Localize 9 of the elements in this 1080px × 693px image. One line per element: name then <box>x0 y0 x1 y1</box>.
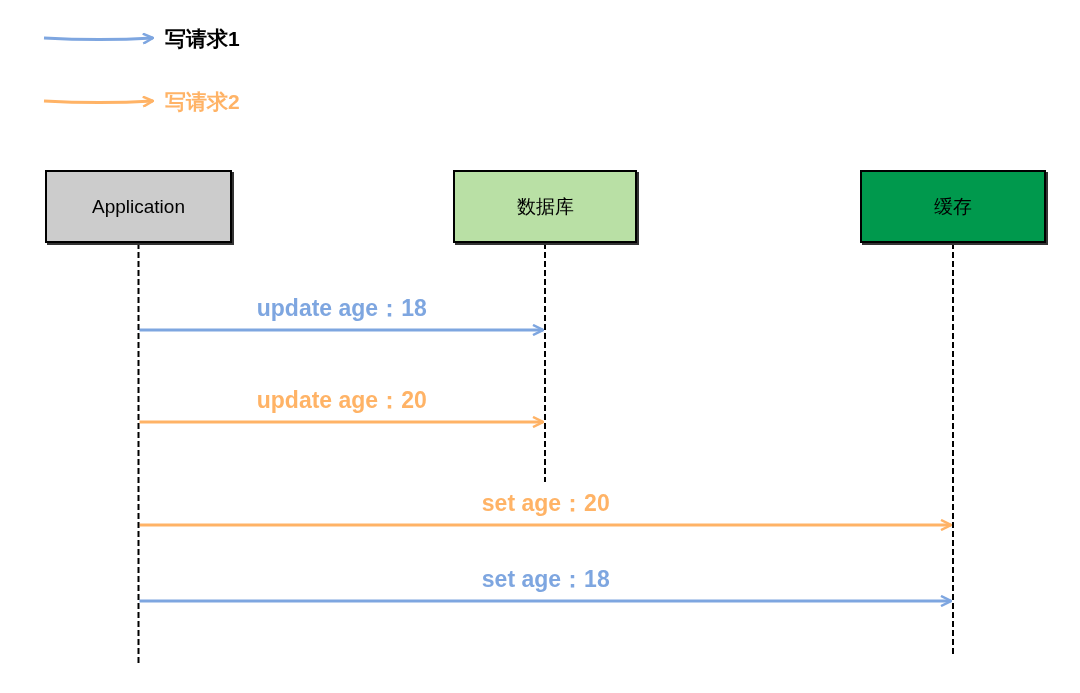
legend-text: 写请求1 <box>165 26 240 52</box>
participant-name: 数据库 <box>516 194 574 219</box>
legend-text: 写请求2 <box>165 89 240 115</box>
message-arrow <box>139 594 953 608</box>
participant-name: 缓存 <box>934 194 972 219</box>
message-arrow <box>139 415 545 429</box>
participant-name: Application <box>92 195 185 218</box>
message-arrow <box>139 518 953 532</box>
message-arrow <box>139 323 545 337</box>
